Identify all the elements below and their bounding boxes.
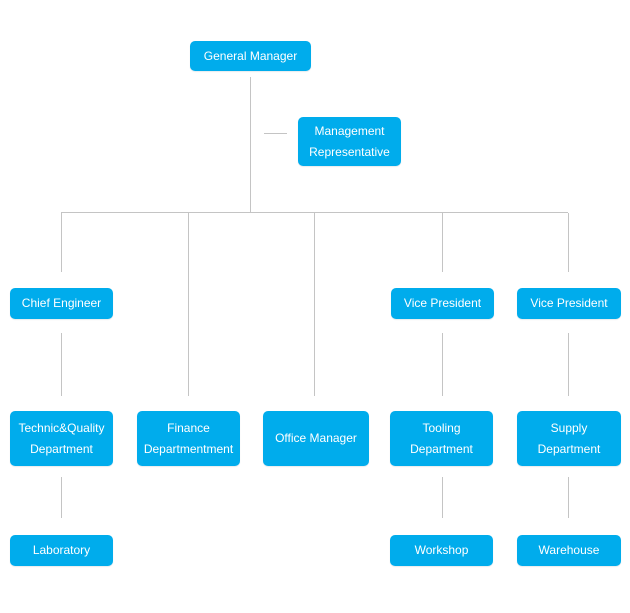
edge-vp-left-to-tooling [442, 333, 443, 396]
edge-level2-rail [61, 212, 568, 213]
org-node-supply-department[interactable]: Supply Department [517, 411, 621, 466]
node-label: Department [410, 441, 473, 456]
edge-vp-right-to-supply [568, 333, 569, 396]
node-label: Workshop [414, 543, 469, 557]
node-label: Departmentment [143, 441, 234, 456]
org-node-technic-quality-department[interactable]: Technic&Quality Department [10, 411, 113, 466]
node-label: Department [537, 441, 601, 456]
edge-drop-chief-engineer [61, 213, 62, 272]
org-node-general-manager[interactable]: General Manager [190, 41, 311, 71]
node-label: Vice President [530, 296, 608, 310]
edge-technic-to-laboratory [61, 477, 62, 518]
node-label: Finance [167, 420, 210, 435]
edge-chief-engineer-to-technic [61, 333, 62, 396]
edge-supply-to-warehouse [568, 477, 569, 518]
edge-general-manager-trunk [250, 77, 251, 212]
org-node-vice-president-right[interactable]: Vice President [517, 288, 621, 319]
org-node-chief-engineer[interactable]: Chief Engineer [10, 288, 113, 319]
org-node-finance-department[interactable]: Finance Departmentment [137, 411, 240, 466]
node-label: General Manager [203, 48, 298, 63]
org-node-laboratory[interactable]: Laboratory [10, 535, 113, 566]
node-label: Supply [550, 420, 588, 435]
node-label: Warehouse [538, 543, 600, 557]
edge-drop-office-manager [314, 213, 315, 396]
org-node-warehouse[interactable]: Warehouse [517, 535, 621, 566]
node-label: Department [30, 441, 93, 456]
node-label: Tooling [422, 420, 461, 435]
edge-drop-vice-president-left [442, 213, 443, 272]
org-node-workshop[interactable]: Workshop [390, 535, 493, 566]
edge-drop-finance-department [188, 213, 189, 396]
edge-management-representative [264, 133, 287, 134]
edge-tooling-to-workshop [442, 477, 443, 518]
org-node-tooling-department[interactable]: Tooling Department [390, 411, 493, 466]
node-label: Chief Engineer [21, 296, 102, 310]
node-label: Office Manager [275, 431, 357, 445]
node-label: Laboratory [32, 543, 91, 557]
node-label: Management [314, 123, 385, 138]
node-label: Technic&Quality [18, 420, 105, 435]
edge-drop-vice-president-right [568, 213, 569, 272]
node-label: Vice President [403, 296, 482, 310]
org-node-office-manager[interactable]: Office Manager [263, 411, 369, 466]
org-node-vice-president-left[interactable]: Vice President [391, 288, 494, 319]
org-node-management-representative[interactable]: Management Representative [298, 117, 401, 166]
node-label: Representative [309, 144, 390, 159]
